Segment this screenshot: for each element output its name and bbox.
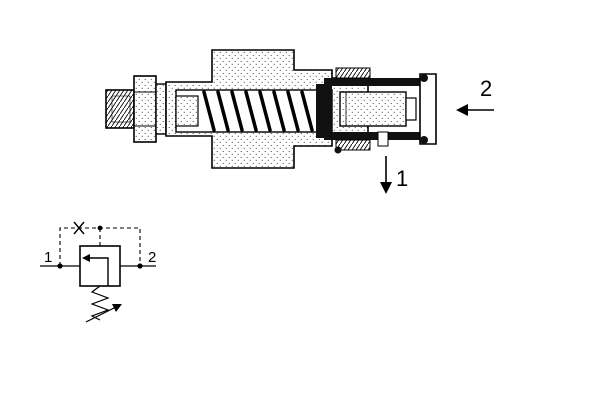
adjustment-stem-thread: [105, 89, 135, 129]
adjustment-arrow: [85, 304, 122, 323]
valve-envelope: [79, 245, 121, 287]
valve-schematic-symbol: 1 2: [40, 221, 156, 323]
o-ring-bottom: [420, 136, 428, 144]
outlet-port-label: 1: [396, 166, 408, 191]
valve-cross-section: 2 1: [105, 49, 494, 194]
internal-flow-path: [86, 257, 109, 286]
lock-nut: [133, 75, 157, 143]
spring-seat: [316, 84, 324, 138]
poppet: [339, 91, 417, 127]
compression-spring: [202, 90, 314, 132]
outlet-arrow: [380, 156, 392, 194]
nut-flange: [155, 83, 167, 135]
inlet-port-label: 2: [480, 76, 492, 101]
cartridge-sleeve: [324, 78, 420, 140]
o-ring-top: [420, 74, 428, 82]
o-ring-lower: [334, 146, 342, 154]
adjustable-spring: [90, 285, 110, 321]
internal-flow-arrowhead: [82, 254, 90, 262]
symbol-port-label-2: 2: [148, 249, 156, 266]
drain-cross: [73, 221, 85, 235]
cartridge-thread-top: [335, 67, 371, 79]
valve-nose: [419, 73, 437, 145]
symbol-port-label-1: 1: [44, 249, 52, 266]
pilot-junction-dot: [97, 225, 103, 231]
inlet-arrow: [456, 104, 494, 116]
spring-guide: [175, 95, 199, 127]
cartridge-thread-bottom: [335, 139, 371, 151]
side-port: [377, 131, 389, 147]
